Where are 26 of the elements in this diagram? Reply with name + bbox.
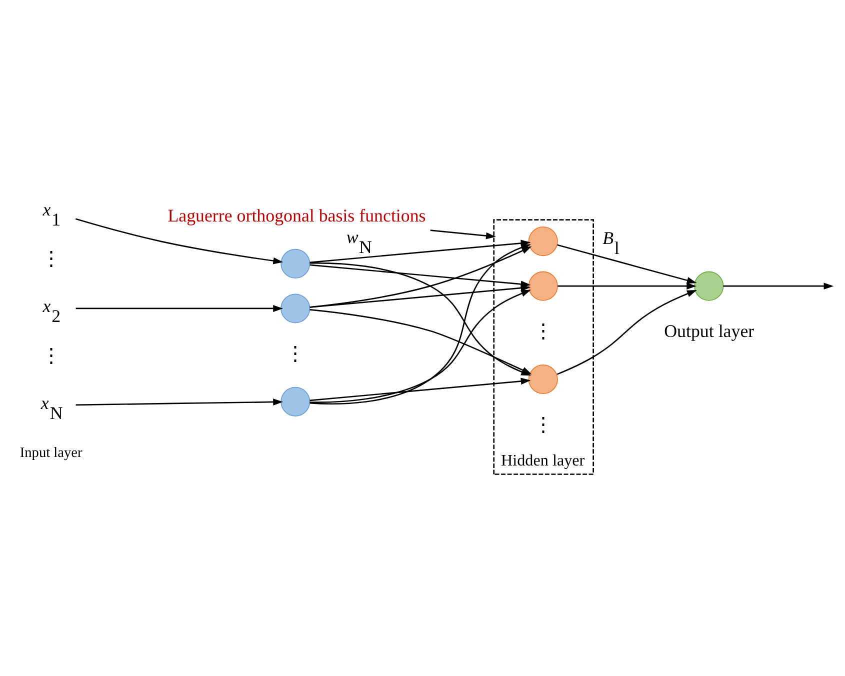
label: ⋮ bbox=[533, 320, 554, 342]
arrow bbox=[76, 398, 283, 406]
arrow bbox=[556, 290, 697, 374]
node-circle bbox=[528, 226, 558, 256]
arrow bbox=[310, 308, 532, 374]
label: ⋮ bbox=[533, 413, 554, 436]
label: ⋮ bbox=[286, 342, 306, 365]
node-text: Laguerre orthogonal basis functions bbox=[168, 205, 426, 226]
node-circle bbox=[280, 293, 310, 323]
label: ⋮ bbox=[41, 248, 62, 270]
arrow bbox=[557, 244, 697, 284]
arrow bbox=[310, 377, 531, 401]
node-circle bbox=[694, 270, 724, 300]
arrow bbox=[558, 282, 696, 290]
arrow bbox=[310, 284, 531, 308]
arrow bbox=[76, 304, 284, 312]
node-label: Output layer bbox=[664, 320, 754, 341]
node-circle bbox=[528, 364, 558, 394]
label: Input layer bbox=[20, 444, 82, 461]
node-circle bbox=[280, 248, 310, 278]
label: ⋮ bbox=[41, 344, 62, 366]
arrow bbox=[430, 229, 496, 239]
node-circle bbox=[528, 270, 558, 300]
node-circle bbox=[280, 386, 310, 416]
arrow bbox=[75, 218, 284, 264]
arrow bbox=[723, 282, 834, 290]
